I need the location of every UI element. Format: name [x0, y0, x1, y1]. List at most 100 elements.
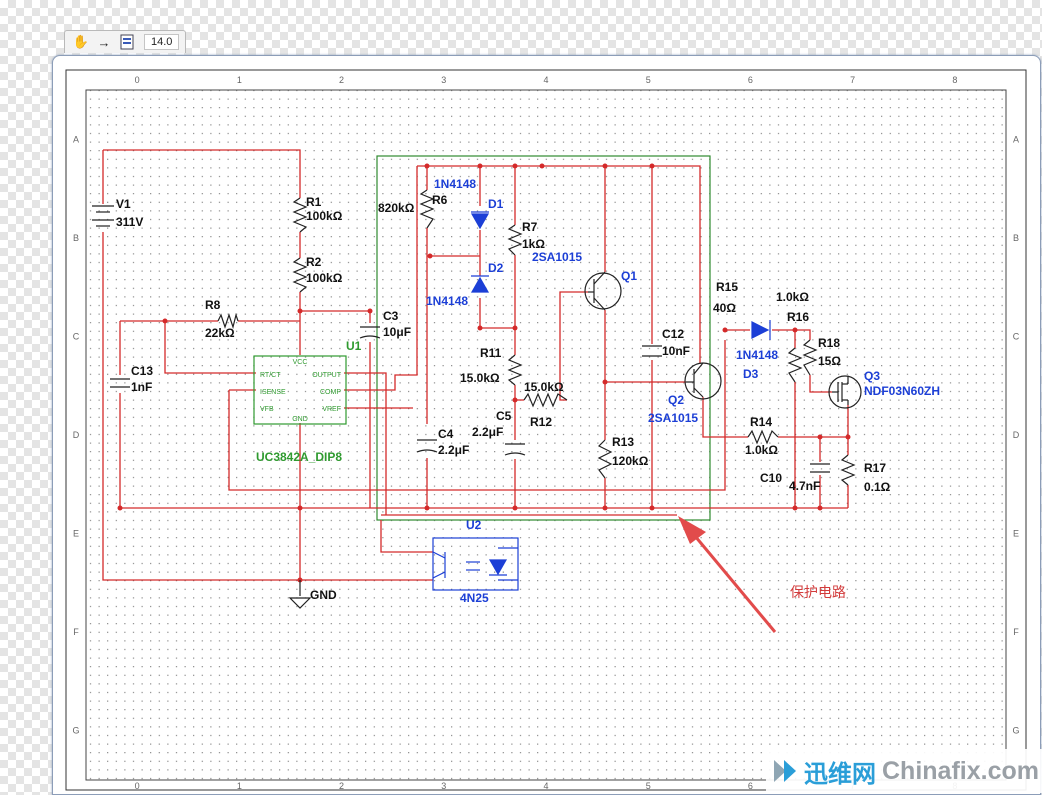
label-r16-value: 1.0kΩ [776, 290, 809, 304]
label-c10-ref: C10 [760, 471, 782, 485]
grid-row-right: E [1013, 529, 1019, 539]
grid-row-left: E [73, 529, 79, 539]
watermark-en: Chinafix.com [882, 756, 1039, 785]
sheet-icon[interactable] [117, 33, 137, 51]
grid-col-top: 7 [850, 75, 855, 85]
hand-icon[interactable]: ✋ [72, 34, 90, 49]
u1-pin-5: VFB [260, 406, 274, 413]
label-r6-value: 820kΩ [378, 201, 415, 215]
grid-row-right: G [1012, 726, 1019, 736]
label-r13-ref: R13 [612, 435, 634, 449]
label-r17-ref: R17 [864, 461, 886, 475]
label-d3-ref: D3 [743, 367, 759, 381]
label-d2-value: 1N4148 [426, 294, 468, 308]
grid-col-bottom: 0 [135, 781, 140, 791]
label-c12-value: 10nF [662, 344, 690, 358]
label-r8-value: 22kΩ [205, 326, 235, 340]
label-c13-value: 1nF [131, 380, 152, 394]
component-labels: V1311VR1100kΩR2100kΩR822kΩC131nFC310μFU1… [116, 177, 940, 605]
watermark-cn: 迅维网 [804, 760, 876, 788]
u1-pin-0: VCC [293, 359, 308, 366]
label-u1-ref: U1 [346, 339, 362, 353]
grid-col-top: 3 [441, 75, 446, 85]
label-v1-value: 311V [116, 215, 143, 229]
grid-row-left: F [73, 627, 79, 637]
label-d2-ref: D2 [488, 261, 504, 275]
label-r6-ref: R6 [432, 193, 448, 207]
label-r2-value: 100kΩ [306, 271, 343, 285]
label-r16-ref: R16 [787, 310, 809, 324]
label-r17-value: 0.1Ω [864, 480, 891, 494]
label-q1-value: 2SA1015 [532, 250, 582, 264]
grid-col-bottom: 3 [441, 781, 446, 791]
label-v1-ref: V1 [116, 197, 131, 211]
label-r13-value: 120kΩ [612, 454, 649, 468]
grid-row-right: A [1013, 134, 1019, 144]
label-c3-value: 10μF [383, 325, 411, 339]
label-c4-ref: C4 [438, 427, 454, 441]
label-r12-ref: R12 [530, 415, 552, 429]
gnd-symbol [288, 580, 312, 609]
grid-col-top: 1 [237, 75, 242, 85]
grid-col-bottom: 6 [748, 781, 753, 791]
arrow-right-icon[interactable]: → [97, 34, 111, 50]
u1-chip[interactable] [253, 355, 347, 425]
grid-col-bottom: 4 [543, 781, 548, 791]
grid-row-left: D [73, 430, 80, 440]
label-r18-value: 15Ω [818, 354, 841, 368]
u1-pin-1: RT/CT [260, 372, 281, 379]
annotation-text: 保护电路 [790, 584, 846, 600]
grid-row-right: C [1013, 331, 1020, 341]
label-r7-ref: R7 [522, 220, 538, 234]
grid-row-left: G [72, 726, 79, 736]
drawing-area [85, 89, 1007, 781]
label-r15-ref: R15 [716, 280, 738, 294]
protection-box [376, 155, 711, 521]
label-r12-value: 15.0kΩ [524, 380, 564, 394]
label-r15-value: 40Ω [713, 301, 736, 315]
grid-row-right: B [1013, 233, 1019, 243]
grid-row-left: B [73, 233, 79, 243]
grid-col-top: 0 [135, 75, 140, 85]
label-c12-ref: C12 [662, 327, 684, 341]
grid-col-top: 2 [339, 75, 344, 85]
watermark: 迅维网 Chinafix.com [766, 749, 1042, 793]
grid-col-top: 6 [748, 75, 753, 85]
label-c5-ref: C5 [496, 409, 512, 423]
label-q2-value: 2SA1015 [648, 411, 698, 425]
component-symbols [92, 189, 862, 486]
grid-row-left: A [73, 134, 79, 144]
label-r7-value: 1kΩ [522, 237, 545, 251]
grid-col-bottom: 1 [237, 781, 242, 791]
u2-optocoupler[interactable] [432, 537, 519, 591]
label-r8-ref: R8 [205, 298, 221, 312]
label-r11-value: 15.0kΩ [460, 371, 500, 385]
schematic-toolbar: ✋ → 14.0 [64, 30, 187, 53]
label-c4-value: 2.2μF [438, 443, 469, 457]
u1-pin-3: ISENSE [260, 389, 286, 396]
junction-dots [117, 163, 851, 583]
label-r18-ref: R18 [818, 336, 840, 350]
label-c10-value: 4.7nF [789, 479, 820, 493]
label-u2-value: 4N25 [460, 591, 489, 605]
label-c13-ref: C13 [131, 364, 153, 378]
diode-symbols [470, 211, 771, 340]
grid-col-bottom: 2 [339, 781, 344, 791]
label-q1-ref: Q1 [621, 269, 637, 283]
label-r1-ref: R1 [306, 195, 322, 209]
grid-col-bottom: 5 [646, 781, 651, 791]
annotation-arrow [678, 516, 777, 633]
grid-col-top: 5 [646, 75, 651, 85]
label-gnd-value: GND [310, 588, 337, 602]
label-r1-value: 100kΩ [306, 209, 343, 223]
label-r14-value: 1.0kΩ [745, 443, 778, 457]
label-r2-ref: R2 [306, 255, 322, 269]
label-q3-value: NDF03N60ZH [864, 384, 940, 398]
zoom-level[interactable]: 14.0 [144, 34, 180, 50]
label-r11-ref: R11 [480, 346, 502, 360]
u2-inner [432, 547, 518, 581]
label-c3-ref: C3 [383, 309, 399, 323]
label-r14-ref: R14 [750, 415, 772, 429]
